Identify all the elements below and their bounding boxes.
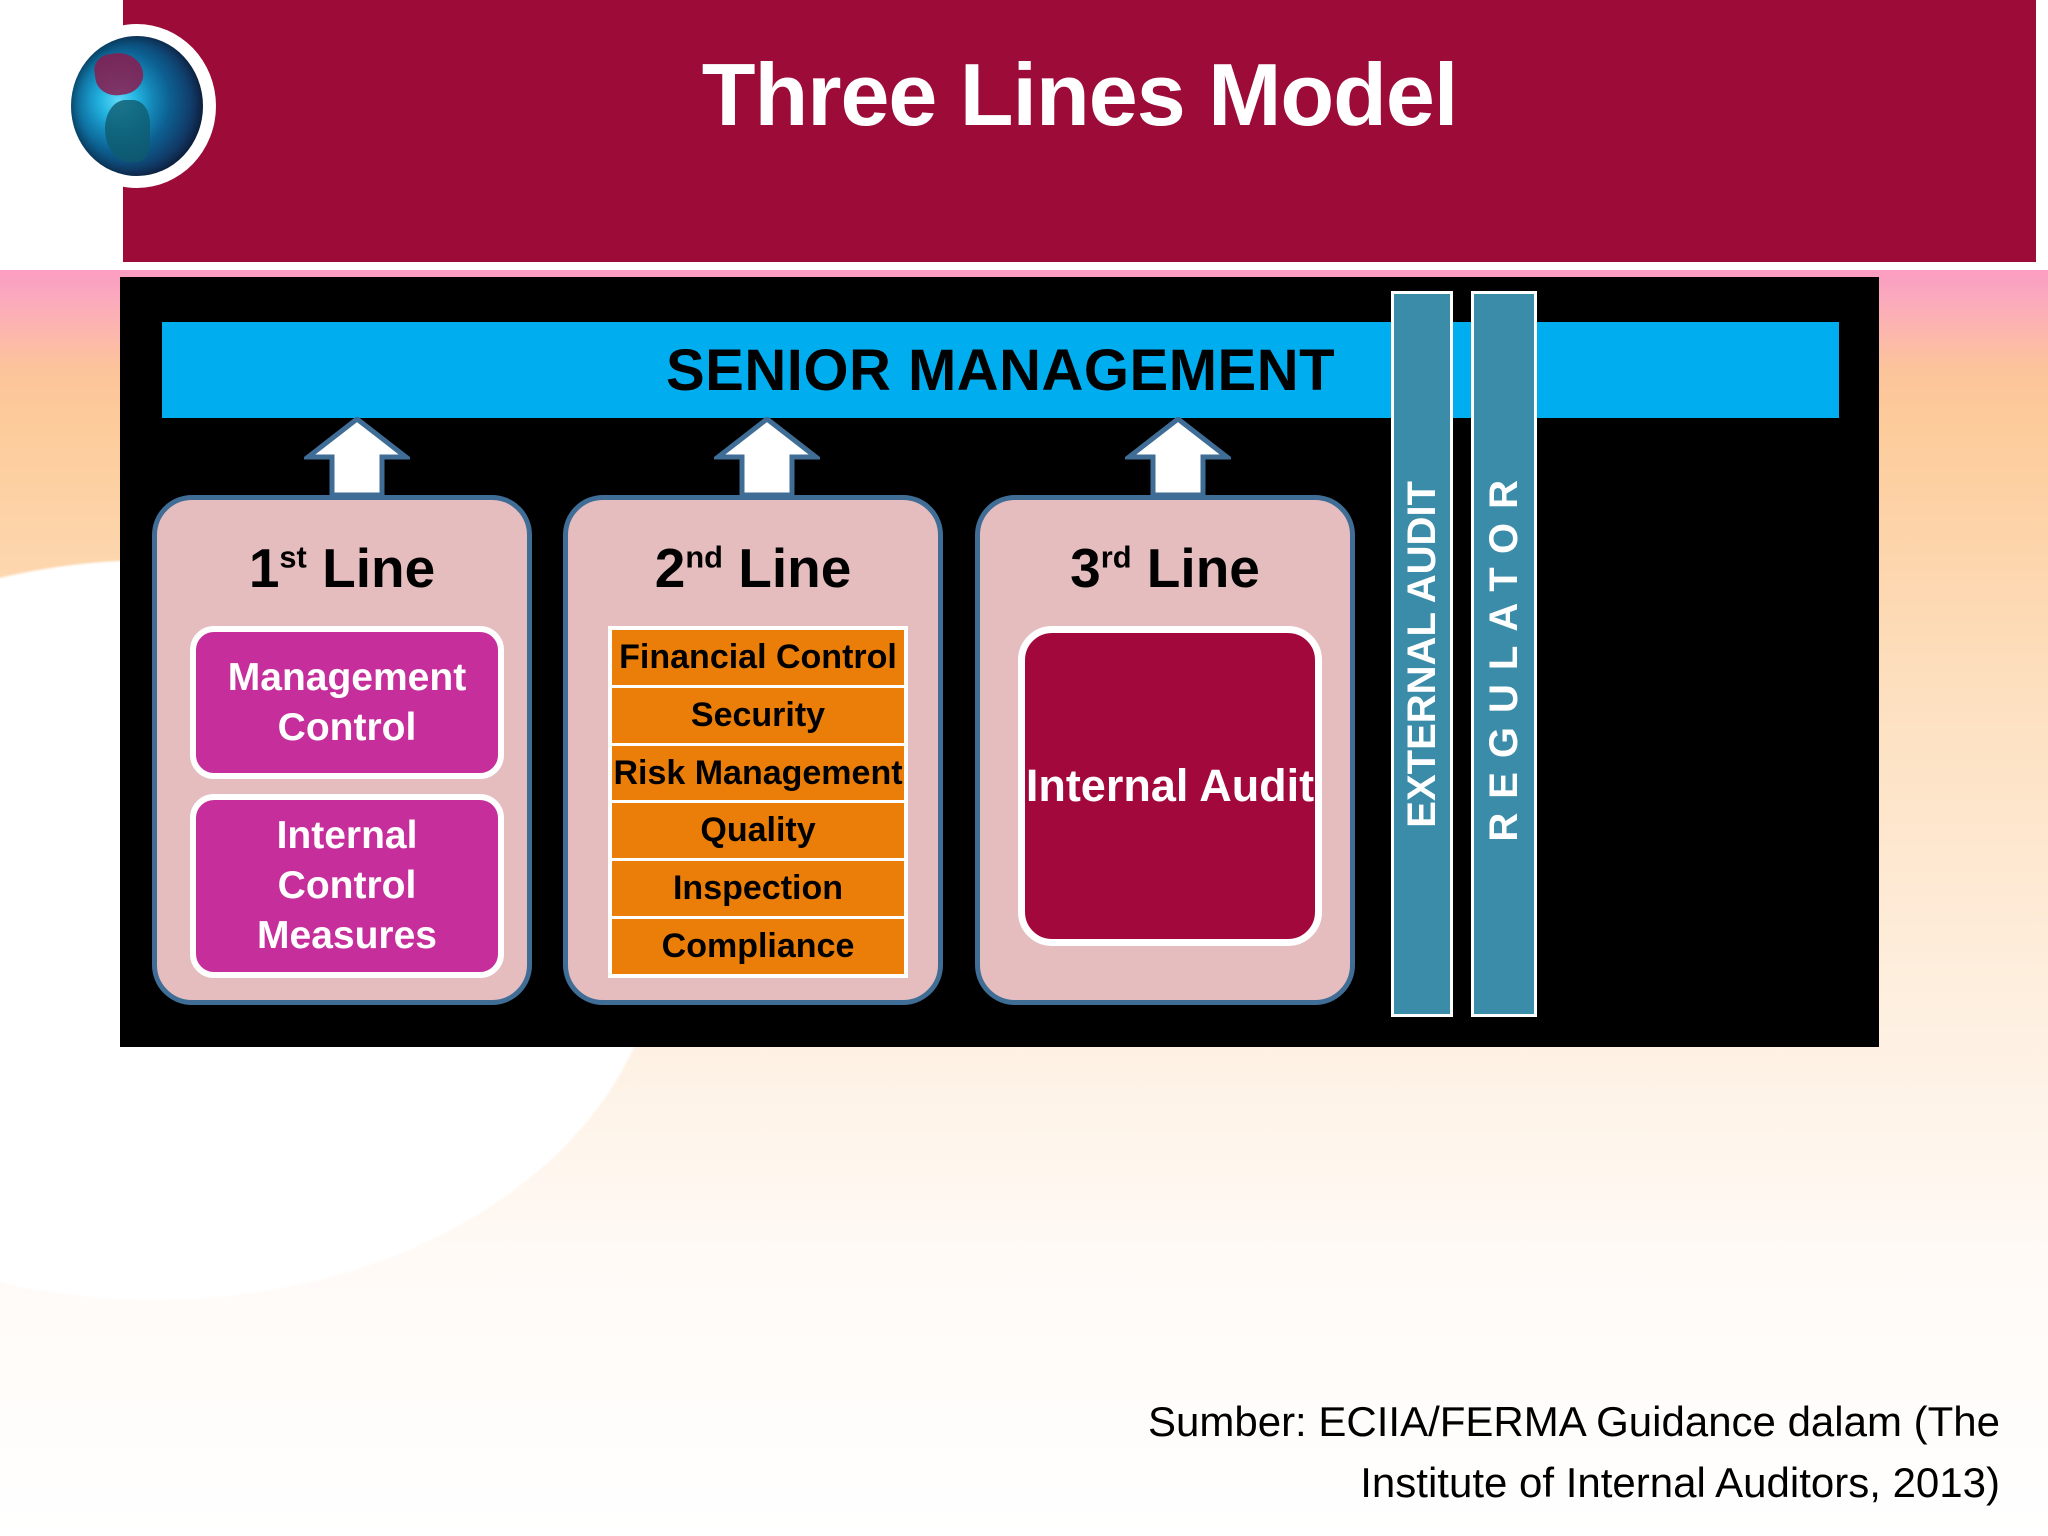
regulator-bar[interactable]: REGULATOR: [1471, 291, 1537, 1017]
header-band: [123, 0, 2036, 262]
source-footer-line-1: Sumber: ECIIA/FERMA Guidance dalam (The: [1148, 1398, 2000, 1445]
page-title: Three Lines Model: [701, 45, 1459, 144]
list-item[interactable]: Compliance: [612, 919, 904, 974]
second-line-panel[interactable]: 2nd Line Financial Control Security Risk…: [563, 495, 943, 1005]
internal-audit-box[interactable]: Internal Audit: [1018, 626, 1322, 946]
first-line-suffix: st: [279, 539, 307, 575]
third-line-panel[interactable]: 3rd Line Internal Audit: [975, 495, 1355, 1005]
list-item[interactable]: Security: [612, 687, 904, 746]
second-line-title: 2nd Line: [568, 536, 938, 600]
first-line-word: Line: [306, 537, 436, 599]
arrow-third-line-icon: [1125, 417, 1231, 497]
source-footer: Sumber: ECIIA/FERMA Guidance dalam (The …: [800, 1392, 2000, 1514]
second-line-ordinal: 2: [654, 537, 686, 599]
second-line-function-list: Financial Control Security Risk Manageme…: [608, 626, 908, 978]
third-line-title: 3rd Line: [980, 536, 1350, 600]
external-audit-bar[interactable]: EXTERNAL AUDIT: [1391, 291, 1453, 1017]
first-line-ordinal: 1: [248, 537, 280, 599]
list-item[interactable]: Risk Management: [612, 745, 904, 804]
second-line-word: Line: [722, 537, 852, 599]
first-line-panel[interactable]: 1st Line Management Control Internal Con…: [152, 495, 532, 1005]
third-line-word: Line: [1131, 537, 1260, 599]
arrow-second-line-icon: [714, 417, 820, 497]
globe-logo: [62, 28, 212, 184]
source-footer-line-2: Institute of Internal Auditors, 2013): [1360, 1458, 2000, 1506]
third-line-ordinal: 3: [1070, 537, 1101, 599]
first-line-title: 1st Line: [157, 536, 527, 600]
diagram-panel: SENIOR MANAGEMENT 1st Line Management Co…: [120, 277, 1879, 1047]
list-item[interactable]: Financial Control: [612, 630, 904, 688]
globe-icon: [71, 36, 203, 176]
external-audit-label: EXTERNAL AUDIT: [1399, 480, 1444, 828]
regulator-label: REGULATOR: [1481, 466, 1526, 842]
senior-management-bar[interactable]: SENIOR MANAGEMENT: [162, 322, 1839, 418]
list-item[interactable]: Inspection: [612, 861, 904, 920]
internal-control-measures-box[interactable]: Internal Control Measures: [190, 794, 504, 978]
second-line-suffix: nd: [685, 539, 723, 575]
list-item[interactable]: Quality: [612, 803, 904, 862]
arrow-first-line-icon: [304, 417, 410, 497]
third-line-suffix: rd: [1100, 539, 1132, 575]
management-control-box[interactable]: Management Control: [190, 626, 504, 779]
